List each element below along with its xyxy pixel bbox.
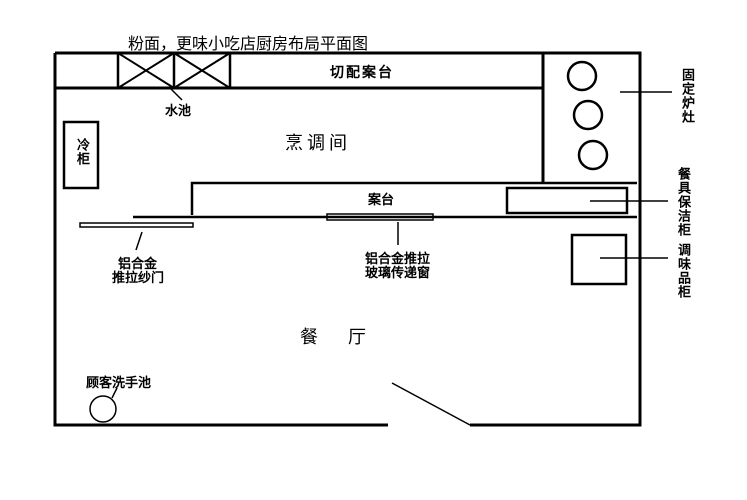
entrance-door-swing: [391, 382, 471, 426]
stove-burner-1: [566, 60, 598, 92]
hand-sink-symbol: [89, 395, 117, 423]
label-counter: 案台: [368, 193, 395, 208]
label-door-line2: 推拉纱门: [112, 271, 165, 286]
seasoning-cabinet-box: [570, 233, 628, 286]
sink-leader: [169, 87, 183, 101]
stove-burner-2: [572, 99, 604, 131]
diagram-title: 粉面，更味小吃店厨房布局平面图: [128, 34, 369, 53]
label-dining-hall: 餐 厅: [300, 327, 372, 348]
outer-wall-left: [53, 53, 388, 427]
label-fridge: 冷柜: [74, 138, 89, 166]
label-door-line1: 铝合金: [118, 257, 158, 272]
label-hand-sink: 顾客洗手池: [86, 376, 152, 391]
label-sink: 水池: [165, 104, 192, 119]
label-cooking-room: 烹调间: [285, 133, 351, 154]
label-prep-counter: 切配案台: [330, 65, 394, 81]
label-tableware-cabinet: 餐具保洁柜: [675, 167, 690, 237]
sink-symbol: [116, 51, 232, 90]
fridge-box: [62, 120, 100, 190]
hand-sink-leader: [111, 387, 118, 399]
door-leader: [135, 231, 143, 251]
stove-burner-3: [577, 139, 609, 171]
sliding-door: [79, 222, 194, 228]
outer-wall-top: [55, 51, 642, 427]
pass-window: [326, 213, 434, 221]
label-window-line1: 铝合金推拉: [365, 252, 431, 267]
counter-block: [190, 181, 637, 219]
label-seasoning-cabinet: 调味品柜: [675, 243, 690, 299]
label-stove: 固定炉灶: [679, 68, 694, 124]
label-window-line2: 玻璃传递窗: [365, 266, 431, 281]
